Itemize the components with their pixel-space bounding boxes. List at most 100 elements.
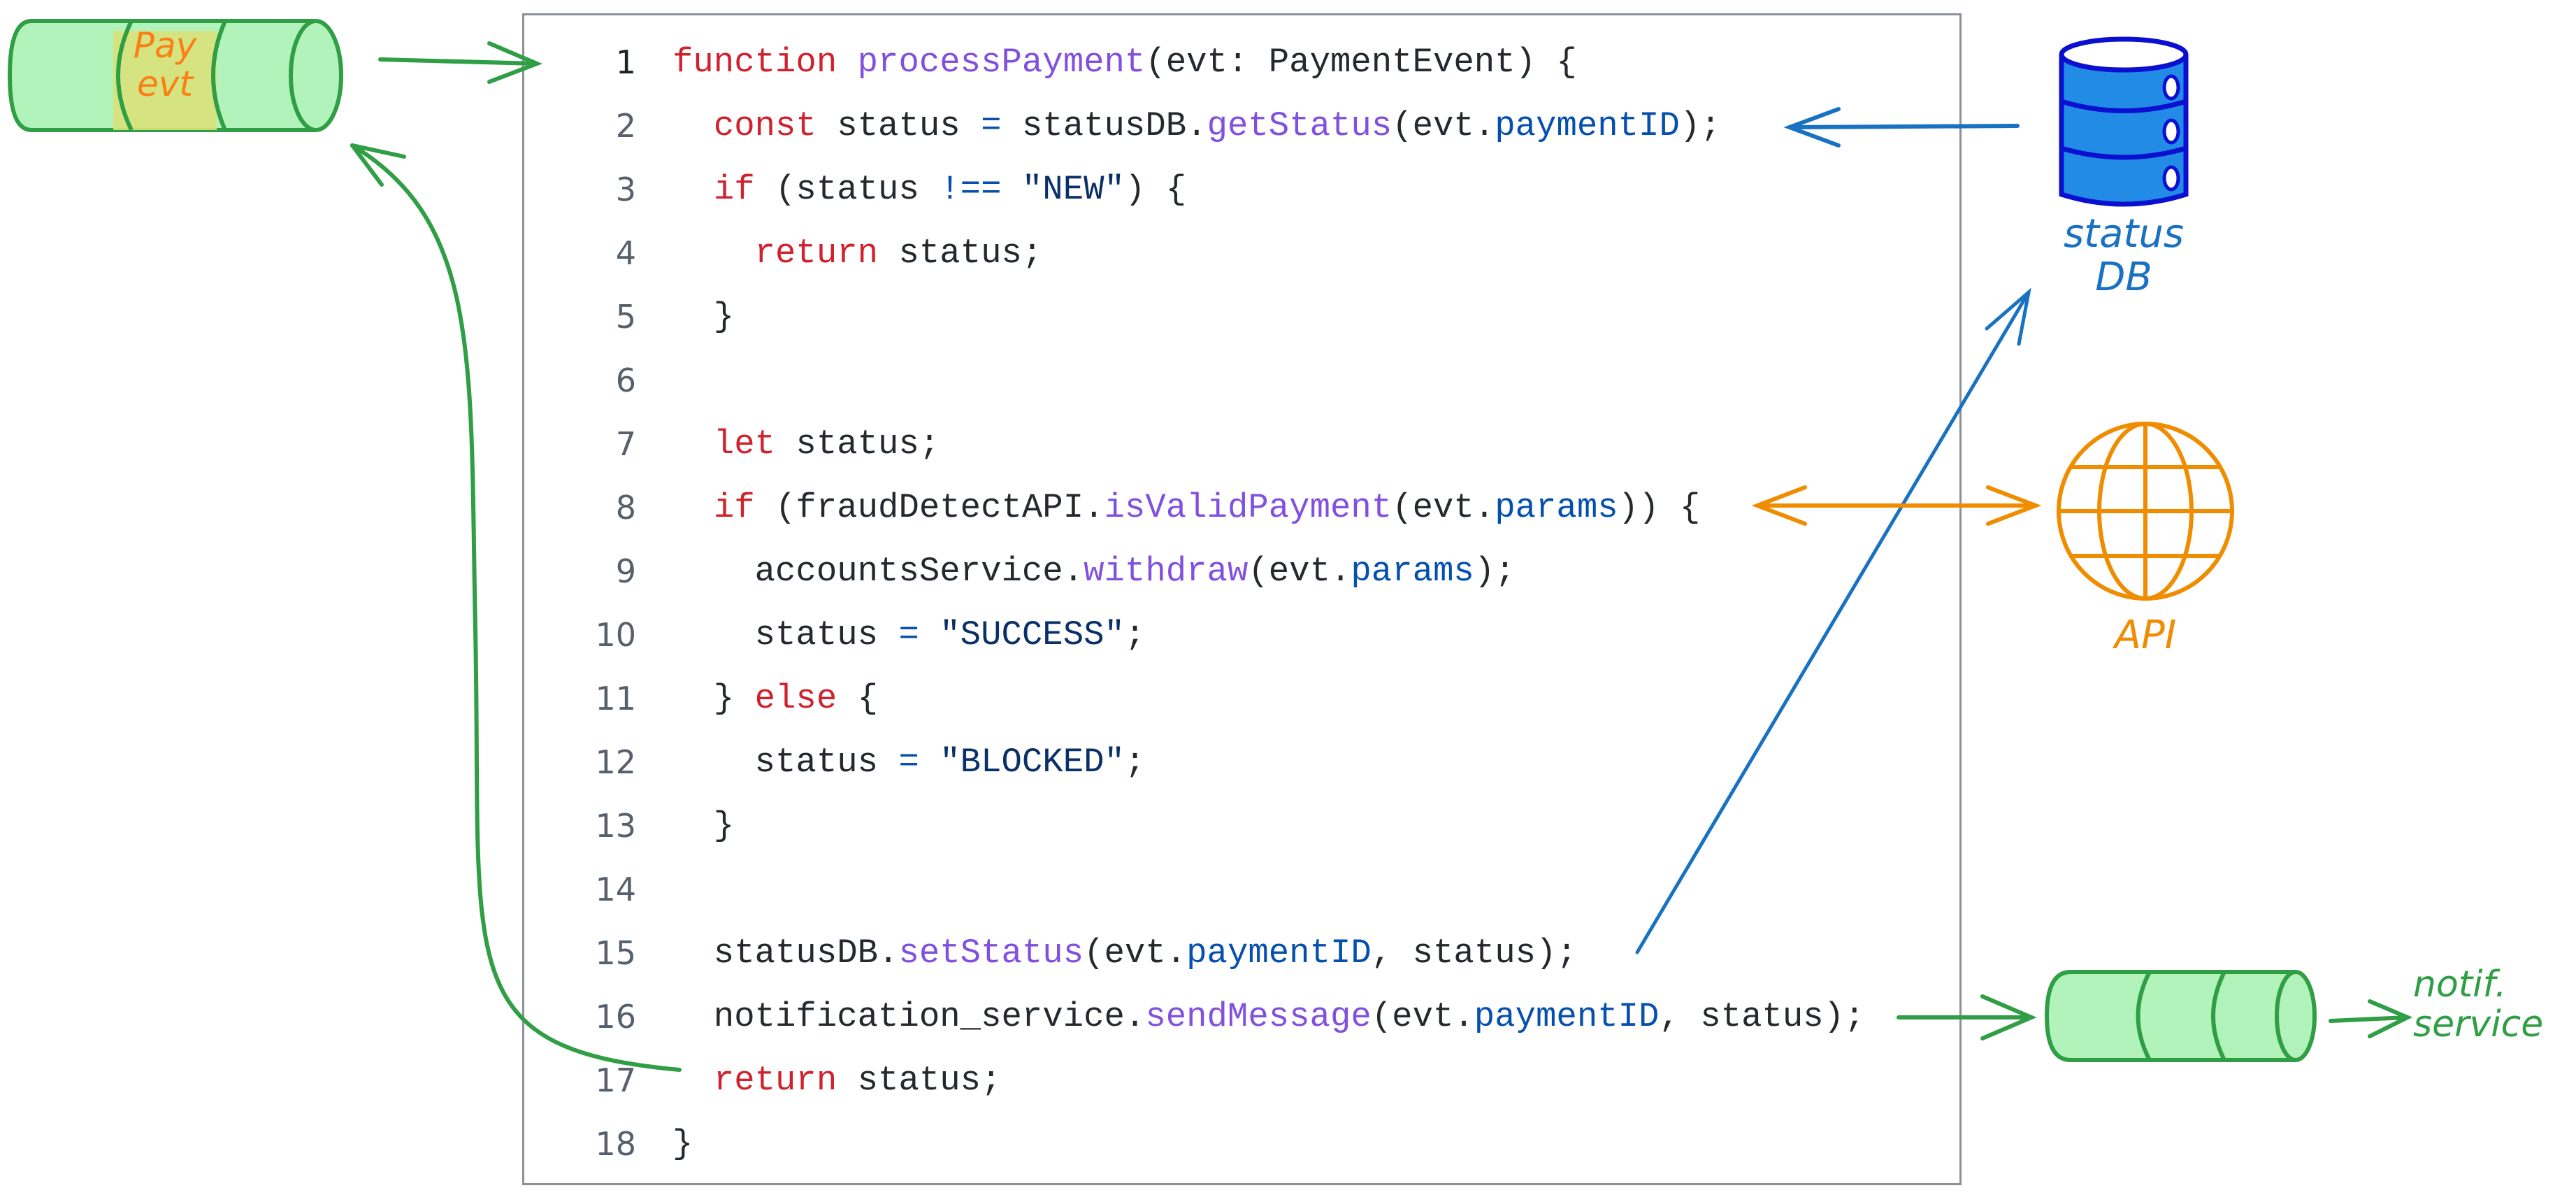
status-db-label-line2: DB <box>2095 254 2152 300</box>
code-line: 11 } else { <box>524 667 1959 731</box>
code-text: status = "SUCCESS"; <box>672 603 1146 667</box>
input-queue-label-line1: Pay <box>133 25 197 66</box>
line-number: 2 <box>615 107 636 145</box>
code-token-kw: let <box>713 424 776 464</box>
line-number: 9 <box>615 552 636 590</box>
code-token-plain: ; <box>1124 615 1146 654</box>
code-line: 7 let status; <box>524 413 1959 476</box>
code-line: 10 status = "SUCCESS"; <box>524 603 1959 667</box>
code-text: notification_service.sendMessage(evt.pay… <box>672 985 1865 1049</box>
notif-queue-cylinder-icon <box>2044 970 2317 1062</box>
code-token-plain: status <box>672 743 899 782</box>
code-token-plain: ); <box>1679 106 1721 145</box>
code-token-kw: function <box>672 43 837 82</box>
line-number: 10 <box>595 616 636 654</box>
input-queue-label-line2: evt <box>137 64 193 104</box>
code-line: 13 } <box>524 794 1959 858</box>
code-token-plain: status <box>672 615 899 654</box>
line-number: 8 <box>615 489 636 527</box>
code-token-op: = <box>898 743 919 782</box>
code-text: const status = statusDB.getStatus(evt.pa… <box>672 94 1721 158</box>
arrow-code-to-notif-queue <box>1897 994 2037 1040</box>
line-number: 15 <box>595 934 636 972</box>
line-number: 4 <box>615 234 636 272</box>
code-token-plain: (evt: PaymentEvent) { <box>1145 43 1577 82</box>
code-token-kw: if <box>713 488 755 527</box>
code-token-fn: sendMessage <box>1145 997 1372 1036</box>
api-label: API <box>2075 614 2215 657</box>
code-token-plain: status; <box>878 234 1043 273</box>
code-line: 6 <box>524 349 1959 413</box>
code-token-str: "NEW" <box>1021 170 1125 209</box>
line-number: 16 <box>595 998 636 1036</box>
arrow-db-to-code <box>1783 107 2020 148</box>
code-line: 17 return status; <box>524 1049 1959 1112</box>
line-number: 5 <box>615 298 636 336</box>
code-text: return status; <box>672 222 1043 285</box>
code-token-str: "BLOCKED" <box>940 743 1125 782</box>
line-number: 6 <box>615 362 636 399</box>
code-token-prop: paymentID <box>1186 933 1372 973</box>
code-text: return status; <box>672 1049 1002 1112</box>
arrow-queue-to-notif-service <box>2329 999 2413 1038</box>
code-line: 8 if (fraudDetectAPI.isValidPayment(evt.… <box>524 476 1959 540</box>
code-token-str: "SUCCESS" <box>940 615 1125 654</box>
arrow-code-api-bidirectional <box>1751 485 2042 526</box>
code-token-plain: } <box>672 297 735 336</box>
code-token-op: !== <box>940 170 1002 209</box>
code-token-plain: , status); <box>1659 997 1865 1036</box>
code-text: accountsService.withdraw(evt.params); <box>672 540 1516 603</box>
code-token-plain: ; <box>1124 743 1146 782</box>
code-token-kw: return <box>713 1061 837 1100</box>
code-text: if (status !== "NEW") { <box>672 158 1186 222</box>
input-queue-cylinder-icon <box>7 19 343 132</box>
code-token-kw: if <box>713 170 755 209</box>
status-db-label: status DB <box>2054 213 2194 299</box>
api-label-text: API <box>2114 613 2177 658</box>
code-token-plain: , status); <box>1371 933 1577 973</box>
code-token-kw: return <box>754 234 879 273</box>
code-line: 2 const status = statusDB.getStatus(evt.… <box>524 94 1959 158</box>
notif-service-label-line2: service <box>2413 1003 2544 1046</box>
code-token-plain: { <box>837 679 879 718</box>
code-line: 18} <box>524 1112 1959 1176</box>
code-line: 15 statusDB.setStatus(evt.paymentID, sta… <box>524 922 1959 985</box>
line-number: 17 <box>595 1061 636 1099</box>
code-token-plain: )) { <box>1618 488 1701 527</box>
code-token-plain: } <box>672 1124 693 1164</box>
input-queue-label: Pay evt <box>113 27 217 103</box>
code-token-plain: notification_service. <box>672 997 1146 1036</box>
code-token-plain: ); <box>1474 552 1516 591</box>
code-token-plain: } <box>672 806 735 845</box>
line-number: 3 <box>615 171 636 208</box>
code-text: } <box>672 285 734 349</box>
code-token-fn: processPayment <box>857 43 1146 82</box>
code-line: 14 <box>524 858 1959 922</box>
code-line: 9 accountsService.withdraw(evt.params); <box>524 540 1959 603</box>
code-token-plain: } <box>672 679 755 718</box>
arrow-return-to-input <box>350 143 682 1072</box>
code-token-plain: (evt. <box>1084 933 1187 973</box>
code-token-plain: (evt. <box>1371 997 1474 1036</box>
code-token-prop: params <box>1351 552 1474 591</box>
code-text: } <box>672 1112 693 1176</box>
code-token-fn: setStatus <box>898 933 1084 973</box>
notif-service-label-line1: notif. <box>2413 964 2507 1006</box>
code-line: 12 status = "BLOCKED"; <box>524 731 1959 794</box>
code-text: } <box>672 794 734 858</box>
code-token-plain: statusDB. <box>672 933 899 973</box>
code-token-plain: (evt. <box>1392 488 1495 527</box>
code-token-plain: statusDB. <box>1001 106 1207 145</box>
code-token-kw: else <box>754 679 837 718</box>
code-token-plain: (fraudDetectAPI. <box>754 488 1104 527</box>
code-token-plain: status; <box>775 424 940 464</box>
code-token-prop: params <box>1495 488 1618 527</box>
code-text: status = "BLOCKED"; <box>672 731 1146 794</box>
line-number: 12 <box>595 743 636 781</box>
code-text: let status; <box>672 413 940 476</box>
code-token-plain: (evt. <box>1248 552 1351 591</box>
code-token-kw: const <box>713 106 816 145</box>
